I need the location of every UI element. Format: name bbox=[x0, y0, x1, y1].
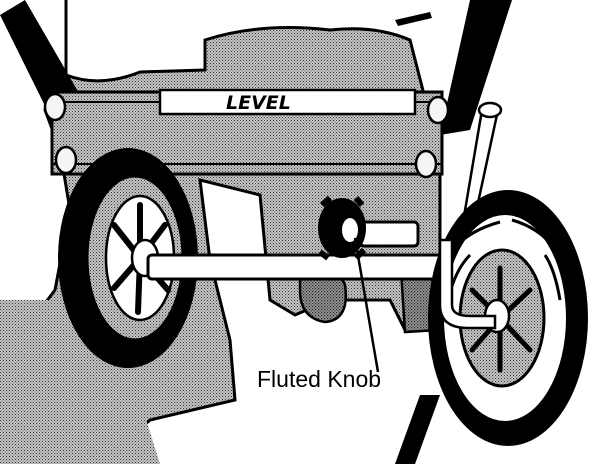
left-wheel bbox=[58, 148, 198, 368]
right-handle bbox=[440, 0, 512, 135]
bar-bolts bbox=[43, 92, 450, 179]
fluted-knob-label: Fluted Knob bbox=[257, 366, 381, 392]
level-bar: LEVEL bbox=[50, 88, 444, 176]
wheel-bracket bbox=[438, 238, 497, 330]
callout-leader-line bbox=[353, 237, 380, 373]
right-wheel bbox=[428, 190, 588, 446]
level-label: LEVEL bbox=[226, 92, 291, 114]
fluted-knob bbox=[318, 195, 367, 261]
level-label-plate bbox=[158, 88, 417, 116]
